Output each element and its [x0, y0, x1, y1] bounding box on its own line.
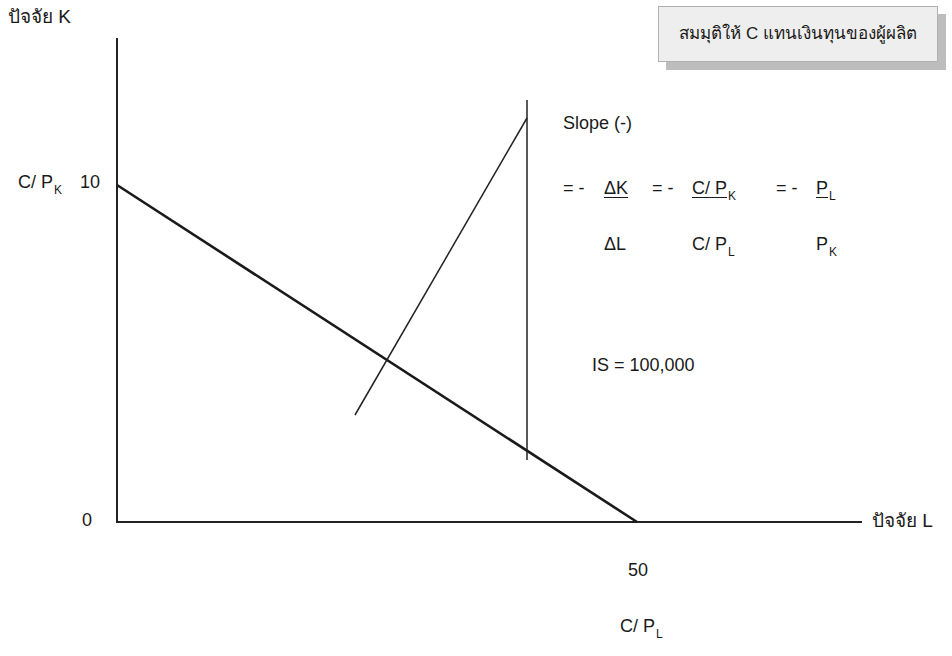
axis-label: 10 [80, 172, 100, 193]
subscript: L [656, 628, 663, 642]
axis-label: ΔK [604, 178, 628, 199]
subscript: K [54, 184, 62, 198]
axis-label: 50 [628, 560, 648, 581]
axis-label: C/ P [692, 178, 727, 199]
axis-label: C/ P [620, 616, 655, 637]
note-text: สมมุติให้ C แทนเงินทุนของผู้ผลิต [679, 23, 917, 45]
subscript: L [728, 246, 735, 260]
leader-line [355, 118, 527, 415]
axis-label: P [816, 178, 828, 199]
note-box: สมมุติให้ C แทนเงินทุนของผู้ผลิต [658, 6, 938, 62]
axis-label: = - [563, 178, 585, 199]
axis-label: P [816, 234, 828, 255]
axis-label: IS = 100,000 [592, 355, 695, 376]
subscript: K [728, 190, 736, 204]
axis-label: Slope (-) [563, 113, 632, 134]
leader-line [526, 100, 528, 460]
axis-label: 0 [82, 510, 92, 531]
axis-label: ปัจจัย K [8, 6, 71, 28]
l-axis [116, 521, 862, 523]
axis-label: = - [776, 178, 798, 199]
axis-label: C/ P [692, 234, 727, 255]
axis-label: ปัจจัย L [872, 510, 933, 532]
axis-label: = - [652, 178, 674, 199]
subscript: L [829, 190, 836, 204]
axis-label: C/ P [18, 172, 53, 193]
axis-label: ΔL [604, 234, 626, 255]
k-axis [116, 38, 118, 522]
isocost-line [117, 185, 637, 522]
subscript: K [829, 246, 837, 260]
